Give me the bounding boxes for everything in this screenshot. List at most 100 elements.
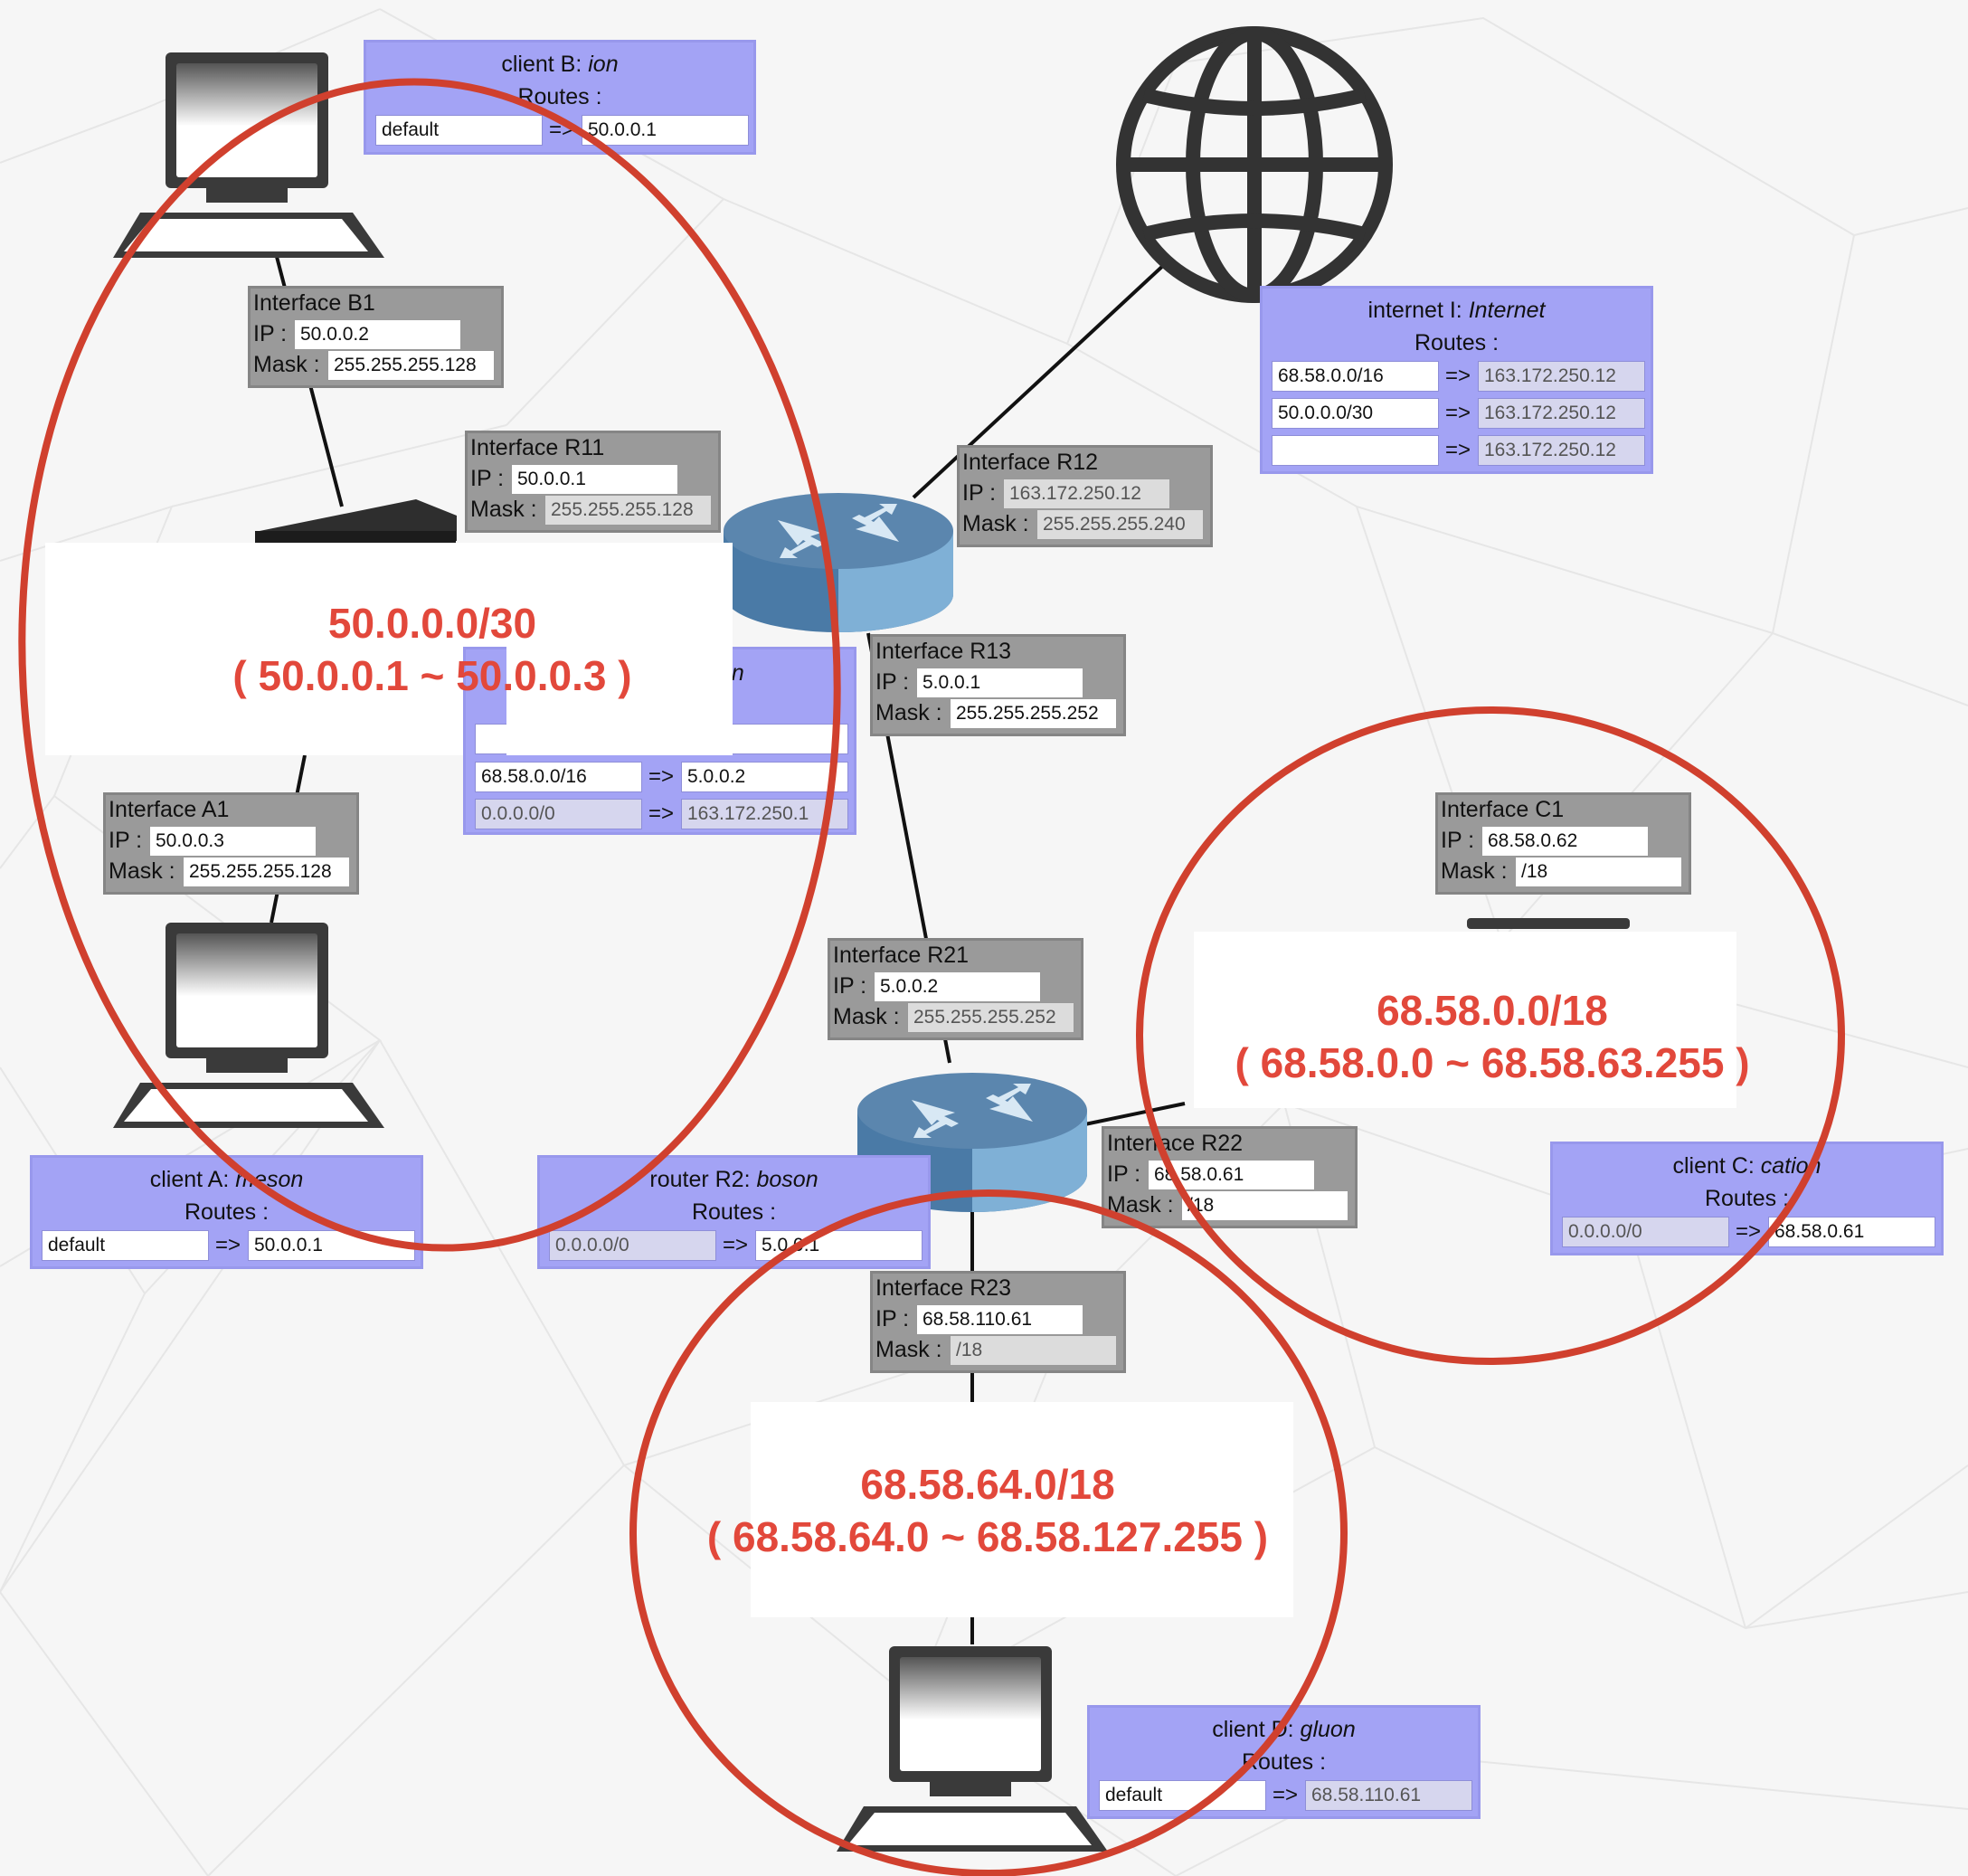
route-gateway-field[interactable]: 5.0.0.1 (755, 1230, 922, 1261)
route-dest-field[interactable]: 0.0.0.0/0 (1562, 1217, 1729, 1247)
route-gateway-field[interactable]: 163.172.250.12 (1478, 435, 1645, 466)
interface-r12-box: Interface R12 IP : 163.172.250.12 Mask :… (957, 445, 1213, 547)
switch-icon (255, 499, 457, 543)
subnet-annotation: 68.58.64.0/18 ( 68.58.64.0 ~ 68.58.127.2… (680, 1458, 1295, 1563)
route-gateway-field[interactable]: 50.0.0.1 (582, 115, 749, 146)
mask-field[interactable]: /18 (950, 1335, 1117, 1366)
route-dest-field[interactable]: 0.0.0.0/0 (549, 1230, 716, 1261)
router-r2-box: router R2: boson Routes : 0.0.0.0/0 => 5… (537, 1155, 931, 1269)
interface-title: Interface R22 (1107, 1131, 1244, 1156)
ip-label: IP : (875, 1306, 910, 1331)
route-dest-field[interactable]: default (375, 115, 543, 146)
route-arrow: => (1445, 364, 1471, 388)
interface-title: Interface A1 (109, 797, 230, 822)
mask-label: Mask : (962, 511, 1029, 536)
routes-label: Routes : (184, 1199, 270, 1225)
router-r2-title: router R2: boson (649, 1167, 818, 1192)
mask-label: Mask : (875, 1337, 942, 1362)
router-icon (724, 493, 953, 632)
mask-label: Mask : (1107, 1192, 1174, 1218)
mask-field[interactable]: /18 (1181, 1190, 1348, 1221)
ip-label: IP : (253, 321, 288, 346)
mask-field[interactable]: 255.255.255.128 (327, 350, 495, 381)
mask-label: Mask : (109, 858, 175, 884)
routes-label: Routes : (1704, 1186, 1790, 1211)
ip-label: IP : (1107, 1161, 1141, 1187)
routes-label: Routes : (1414, 330, 1500, 355)
ip-field[interactable]: 5.0.0.1 (916, 668, 1083, 698)
ip-label: IP : (962, 480, 997, 506)
computer-icon (837, 1646, 1108, 1852)
route-dest-field[interactable]: default (42, 1230, 209, 1261)
ip-field[interactable]: 5.0.0.2 (874, 971, 1041, 1002)
subnet-network: 50.0.0.0/30 (327, 600, 537, 647)
interface-title: Interface R23 (875, 1275, 1012, 1301)
ip-field[interactable]: 50.0.0.2 (294, 319, 461, 350)
interface-r23-box: Interface R23 IP : 68.58.110.61 Mask : /… (870, 1271, 1126, 1373)
routes-label: Routes : (691, 1199, 777, 1225)
route-gateway-field[interactable]: 163.172.250.1 (681, 799, 848, 829)
client-d-title: client D: gluon (1212, 1717, 1356, 1742)
route-arrow: => (1445, 438, 1471, 462)
route-dest-field[interactable]: 68.58.0.0/16 (1272, 361, 1439, 392)
interface-title: Interface R13 (875, 639, 1012, 664)
route-dest-field[interactable]: 0.0.0.0/0 (475, 799, 642, 829)
route-gateway-field[interactable]: 68.58.110.61 (1305, 1780, 1472, 1811)
route-arrow: => (648, 801, 675, 826)
computer-icon (1467, 918, 1630, 929)
routes-label: Routes : (1241, 1749, 1327, 1775)
globe-icon (1116, 26, 1393, 303)
subnet-range: ( 68.58.0.0 ~ 68.58.63.255 ) (1235, 1039, 1750, 1086)
mask-field[interactable]: 255.255.255.240 (1036, 509, 1204, 540)
route-gateway-field[interactable]: 163.172.250.12 (1478, 361, 1645, 392)
mask-label: Mask : (253, 352, 320, 377)
route-gateway-field[interactable]: 50.0.0.1 (248, 1230, 415, 1261)
mask-field[interactable]: 255.255.255.252 (950, 698, 1117, 729)
client-b-box: client B: ion Routes : default => 50.0.0… (364, 40, 756, 155)
interface-r21-box: Interface R21 IP : 5.0.0.2 Mask : 255.25… (828, 938, 1083, 1040)
route-dest-field[interactable]: 50.0.0.0/30 (1272, 398, 1439, 429)
mask-field[interactable]: 255.255.255.252 (907, 1002, 1074, 1033)
ip-label: IP : (833, 973, 867, 999)
subnet-network: 68.58.64.0/18 (860, 1461, 1115, 1508)
route-dest-field[interactable]: 68.58.0.0/16 (475, 762, 642, 792)
client-c-box: client C: cation Routes : 0.0.0.0/0 => 6… (1550, 1142, 1944, 1255)
interface-a1-box: Interface A1 IP : 50.0.0.3 Mask : 255.25… (103, 792, 359, 895)
ip-field[interactable]: 50.0.0.3 (149, 826, 317, 857)
route-dest-field[interactable]: default (1099, 1780, 1266, 1811)
interface-r11-box: Interface R11 IP : 50.0.0.1 Mask : 255.2… (465, 431, 721, 533)
route-arrow: => (723, 1233, 749, 1257)
subnet-annotation: 50.0.0.0/30 ( 50.0.0.1 ~ 50.0.0.3 ) (161, 597, 704, 702)
route-arrow: => (1736, 1219, 1762, 1244)
interface-title: Interface R21 (833, 943, 970, 968)
route-arrow: => (1445, 401, 1471, 425)
interface-r22-box: Interface R22 IP : 68.58.0.61 Mask : /18 (1102, 1126, 1358, 1228)
computer-icon (113, 923, 384, 1128)
interface-title: Interface B1 (253, 290, 375, 316)
routes-label: Routes : (517, 84, 602, 109)
ip-label: IP : (470, 466, 505, 491)
ip-field[interactable]: 68.58.110.61 (916, 1304, 1083, 1335)
interface-title: Interface R11 (470, 435, 605, 460)
mask-field[interactable]: /18 (1515, 857, 1682, 887)
route-gateway-field[interactable]: 68.58.0.61 (1768, 1217, 1935, 1247)
interface-b1-box: Interface B1 IP : 50.0.0.2 Mask : 255.25… (248, 286, 504, 388)
mask-label: Mask : (1441, 858, 1508, 884)
internet-title: internet I: Internet (1367, 298, 1546, 323)
client-a-title: client A: meson (149, 1167, 304, 1192)
mask-label: Mask : (470, 497, 537, 522)
interface-r13-box: Interface R13 IP : 5.0.0.1 Mask : 255.25… (870, 634, 1126, 736)
mask-field[interactable]: 255.255.255.128 (183, 857, 350, 887)
route-gateway-field[interactable]: 163.172.250.12 (1478, 398, 1645, 429)
route-gateway-field[interactable]: 5.0.0.2 (681, 762, 848, 792)
ip-field[interactable]: 68.58.0.61 (1148, 1160, 1315, 1190)
client-c-title: client C: cation (1672, 1153, 1821, 1179)
route-dest-field[interactable] (1272, 435, 1439, 466)
ip-field[interactable]: 50.0.0.1 (511, 464, 678, 495)
mask-field[interactable]: 255.255.255.128 (544, 495, 712, 526)
ip-field[interactable]: 68.58.0.62 (1481, 826, 1649, 857)
mask-label: Mask : (833, 1004, 900, 1029)
interface-title: Interface C1 (1441, 797, 1565, 822)
ip-field[interactable]: 163.172.250.12 (1003, 478, 1170, 509)
